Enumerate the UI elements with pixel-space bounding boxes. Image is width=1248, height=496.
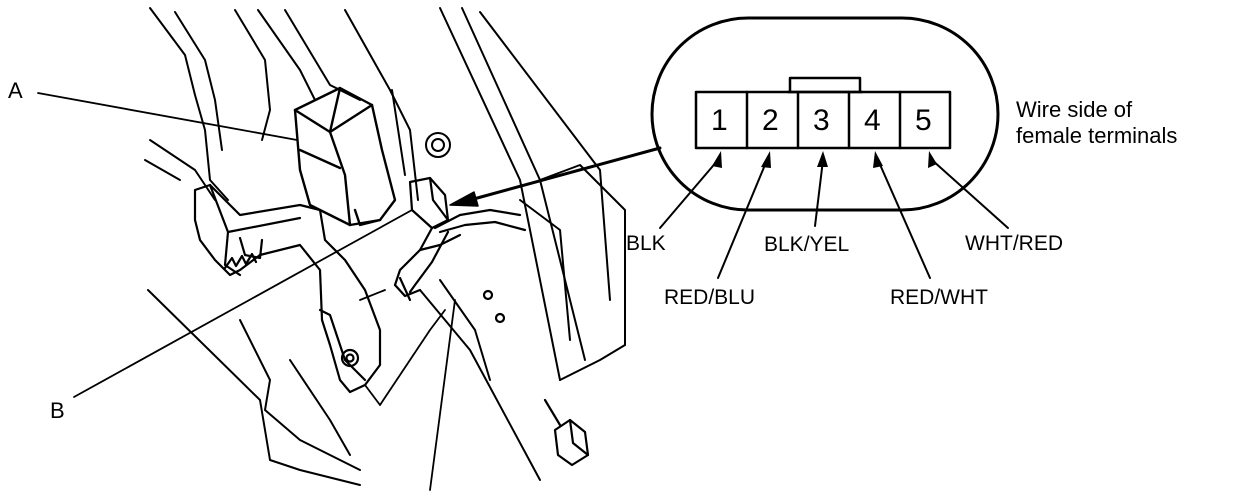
label-b: B bbox=[50, 398, 65, 423]
connector-latch bbox=[788, 76, 862, 94]
mounting-bracket bbox=[193, 183, 382, 394]
pin-1: 1 bbox=[711, 104, 728, 137]
label-a: A bbox=[8, 78, 23, 103]
pin-5: 5 bbox=[915, 104, 932, 137]
body-panel-lines bbox=[144, 7, 626, 381]
wire-label-pin-4: RED/WHT bbox=[890, 286, 988, 309]
wire-label-pin-3: BLK/YEL bbox=[764, 233, 850, 256]
harness bbox=[393, 176, 527, 302]
wire-arrowheads bbox=[712, 151, 937, 168]
pin-2: 2 bbox=[762, 104, 779, 137]
connector-arrowhead bbox=[449, 191, 479, 207]
connector-outline bbox=[650, 16, 1000, 212]
leader-lines bbox=[37, 92, 456, 491]
ground-bolt bbox=[482, 289, 590, 467]
control-unit bbox=[293, 86, 397, 227]
lower-panel-lines bbox=[147, 279, 541, 486]
wire-label-pin-1: BLK bbox=[626, 232, 666, 255]
wire-label-pin-5: WHT/RED bbox=[965, 232, 1063, 255]
connector-caption-line-1: Wire side of bbox=[1016, 97, 1133, 122]
connector-arrow bbox=[468, 146, 662, 202]
pin-4: 4 bbox=[864, 104, 881, 137]
wire-label-pin-2: RED/BLU bbox=[664, 286, 756, 309]
pin-3: 3 bbox=[813, 104, 830, 137]
pin-cells bbox=[694, 90, 952, 150]
connector-caption-line-2: female terminals bbox=[1016, 123, 1178, 148]
wire-callouts bbox=[659, 159, 1009, 279]
